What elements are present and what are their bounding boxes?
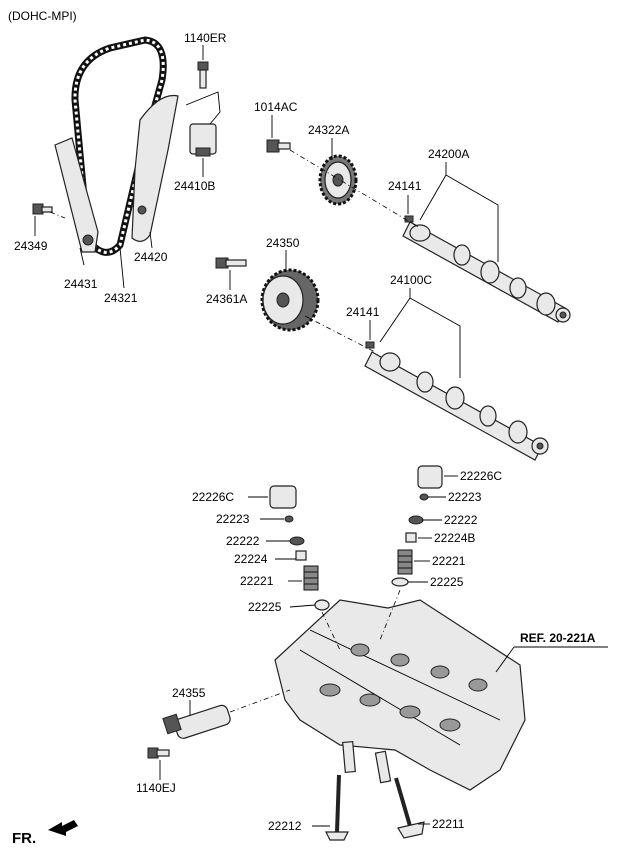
label-24322A: 24322A <box>308 123 349 137</box>
valve-train-left-icon[interactable] <box>269 485 330 611</box>
cylinder-head-icon[interactable] <box>274 599 526 791</box>
leader-lines <box>34 45 608 827</box>
label-24361A: 24361A <box>206 292 247 306</box>
label-22223-left: 22223 <box>216 512 250 526</box>
label-24141-lower: 24141 <box>346 305 380 319</box>
bolt-1140EJ-icon[interactable] <box>147 747 170 759</box>
timing-chain-icon[interactable] <box>71 36 167 256</box>
label-24350: 24350 <box>266 236 300 250</box>
label-1140ER: 1140ER <box>184 31 227 45</box>
bolt-1014AC-icon[interactable] <box>266 139 291 153</box>
bolt-1140ER-icon[interactable] <box>197 61 209 89</box>
valve-guide-icon[interactable] <box>342 740 392 784</box>
label-22222-left: 22222 <box>226 534 260 548</box>
label-24321: 24321 <box>104 291 138 305</box>
label-24349: 24349 <box>14 239 48 253</box>
bolt-24361A-icon[interactable] <box>215 257 247 269</box>
cvvt-unit-icon[interactable] <box>260 268 320 332</box>
label-22225-left: 22225 <box>248 600 282 614</box>
reference-label[interactable]: REF. 20-221A <box>520 631 596 645</box>
front-arrow-icon <box>48 820 78 836</box>
label-22221-right: 22221 <box>432 554 466 568</box>
cam-sprocket-icon[interactable] <box>318 154 358 206</box>
label-22221-left: 22221 <box>240 574 274 588</box>
valve-intake-icon[interactable] <box>325 774 349 841</box>
label-22226C-right: 22226C <box>460 469 502 483</box>
camshaft-icon[interactable] <box>402 221 571 323</box>
label-24200A: 24200A <box>428 147 469 161</box>
label-1014AC: 1014AC <box>254 100 298 114</box>
tension-arm-icon[interactable] <box>131 94 179 242</box>
label-24355: 24355 <box>172 686 206 700</box>
front-direction-label: FR. <box>12 830 36 847</box>
bolt-24349-icon[interactable] <box>32 203 53 215</box>
label-22212: 22212 <box>268 819 302 833</box>
label-22223-right: 22223 <box>448 490 482 504</box>
label-22224B: 22224B <box>434 531 475 545</box>
label-22226C-left: 22226C <box>192 490 234 504</box>
label-24100C: 24100C <box>390 273 432 287</box>
chain-tensioner-icon[interactable] <box>189 123 217 157</box>
label-24420: 24420 <box>134 250 168 264</box>
engine-type-header: (DOHC-MPI) <box>8 9 77 23</box>
label-24431: 24431 <box>64 277 98 291</box>
label-24141-upper: 24141 <box>388 179 422 193</box>
label-22225-right: 22225 <box>430 575 464 589</box>
label-22211: 22211 <box>432 817 465 831</box>
chain-guide-icon[interactable] <box>54 137 99 253</box>
oil-control-valve-icon[interactable] <box>162 704 232 740</box>
label-24410B: 24410B <box>174 179 215 193</box>
valve-train-right-icon[interactable] <box>391 465 443 587</box>
label-22224: 22224 <box>234 552 268 566</box>
label-22222-right: 22222 <box>444 513 478 527</box>
camshaft-intake-icon[interactable] <box>364 351 549 461</box>
valve-icon[interactable] <box>394 777 425 839</box>
label-1140EJ: 1140EJ <box>136 781 176 795</box>
